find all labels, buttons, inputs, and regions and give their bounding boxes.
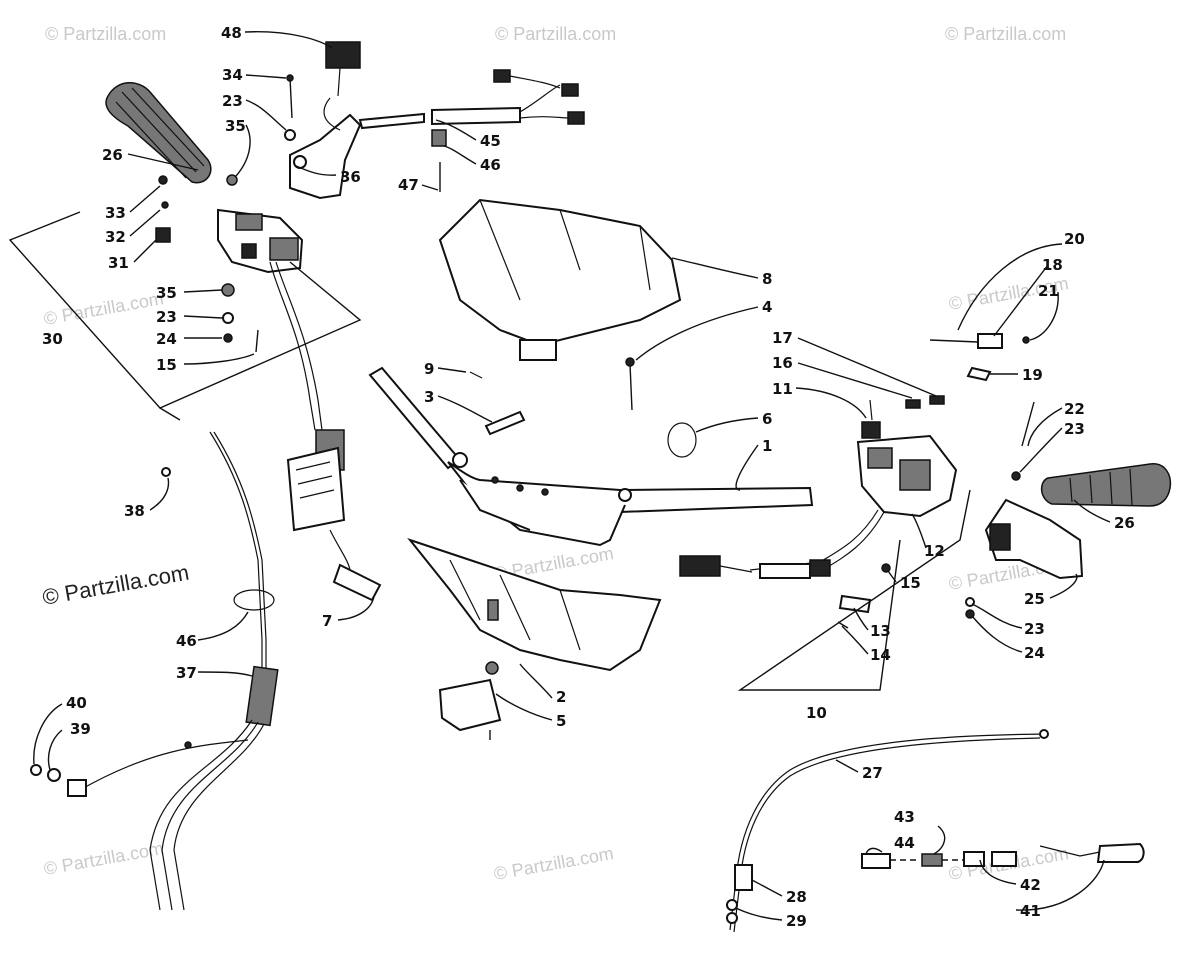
callout-6: 6 xyxy=(762,410,772,428)
callout-11: 11 xyxy=(772,380,793,398)
callout-34: 34 xyxy=(222,66,243,84)
lower-bracket xyxy=(407,537,662,740)
callout-26: 26 xyxy=(1114,514,1135,532)
callout-5: 5 xyxy=(556,712,566,730)
watermark: © Partzilla.com xyxy=(45,24,166,44)
ring-clamp xyxy=(667,422,697,458)
callout-23: 23 xyxy=(156,308,177,326)
callout-29: 29 xyxy=(786,912,807,930)
switch-bracket xyxy=(289,41,585,200)
watermark: © Partzilla.com xyxy=(42,838,165,879)
callout-35: 35 xyxy=(225,117,246,135)
callout-42: 42 xyxy=(1020,876,1041,894)
console-hood xyxy=(438,198,682,436)
right-grip xyxy=(1040,463,1172,507)
callout-23: 23 xyxy=(1064,420,1085,438)
callout-39: 39 xyxy=(70,720,91,738)
callout-15: 15 xyxy=(156,356,177,374)
callout-15: 15 xyxy=(900,574,921,592)
callout-2: 2 xyxy=(556,688,566,706)
callout-43: 43 xyxy=(894,808,915,826)
callout-14: 14 xyxy=(870,646,891,664)
left-hardware xyxy=(155,74,447,477)
callout-21: 21 xyxy=(1038,282,1059,300)
callout-35: 35 xyxy=(156,284,177,302)
callout-1: 1 xyxy=(762,437,772,455)
watermark-prominent: © Partzilla.com xyxy=(41,560,191,610)
handlebar xyxy=(368,366,814,547)
callout-26: 26 xyxy=(102,146,123,164)
callout-44: 44 xyxy=(894,834,915,852)
callout-36: 36 xyxy=(340,168,361,186)
callout-labels: 48 34 23 35 26 33 32 31 35 23 24 15 30 3… xyxy=(42,24,1135,930)
callout-20: 20 xyxy=(1064,230,1085,248)
watermark: © Partzilla.com xyxy=(945,24,1066,44)
callout-46: 46 xyxy=(176,632,197,650)
callout-41: 41 xyxy=(1020,902,1041,920)
callout-16: 16 xyxy=(772,354,793,372)
callout-47: 47 xyxy=(398,176,419,194)
assembly-bracket-lines xyxy=(8,211,971,691)
left-switch-housing xyxy=(217,208,345,471)
callout-10: 10 xyxy=(806,704,827,722)
callout-7: 7 xyxy=(322,612,332,630)
left-grip xyxy=(105,82,212,184)
callout-8: 8 xyxy=(762,270,772,288)
watermark: © Partzilla.com xyxy=(495,24,616,44)
callout-23: 23 xyxy=(222,92,243,110)
watermark: © Partzilla.com xyxy=(42,288,165,329)
brake-cable xyxy=(726,729,1049,933)
leader-lines xyxy=(33,31,1111,921)
callout-30: 30 xyxy=(42,330,63,348)
throttle-lever xyxy=(984,498,1084,580)
throttle-cables xyxy=(30,431,279,911)
callout-24: 24 xyxy=(156,330,177,348)
callout-31: 31 xyxy=(108,254,129,272)
callout-19: 19 xyxy=(1022,366,1043,384)
right-switch-housing xyxy=(679,399,958,629)
watermark: © Partzilla.com xyxy=(492,843,615,884)
callout-12: 12 xyxy=(924,542,945,560)
callout-40: 40 xyxy=(66,694,87,712)
callout-38: 38 xyxy=(124,502,145,520)
callout-37: 37 xyxy=(176,664,197,682)
callout-13: 13 xyxy=(870,622,891,640)
right-hardware xyxy=(905,333,1035,619)
callout-18: 18 xyxy=(1042,256,1063,274)
callout-24: 24 xyxy=(1024,644,1045,662)
callout-27: 27 xyxy=(862,764,883,782)
callout-33: 33 xyxy=(105,204,126,222)
callout-46: 46 xyxy=(480,156,501,174)
callout-3: 3 xyxy=(424,388,434,406)
callout-17: 17 xyxy=(772,329,793,347)
callout-25: 25 xyxy=(1024,590,1045,608)
cable-parts-41-44 xyxy=(861,842,1145,869)
callout-4: 4 xyxy=(762,298,772,316)
callout-32: 32 xyxy=(105,228,126,246)
callout-23: 23 xyxy=(1024,620,1045,638)
callout-28: 28 xyxy=(786,888,807,906)
part-illustrations xyxy=(8,41,1172,933)
callout-45: 45 xyxy=(480,132,501,150)
callout-48: 48 xyxy=(221,24,242,42)
callout-9: 9 xyxy=(424,360,434,378)
callout-22: 22 xyxy=(1064,400,1085,418)
switch-assembly-7 xyxy=(286,446,382,602)
